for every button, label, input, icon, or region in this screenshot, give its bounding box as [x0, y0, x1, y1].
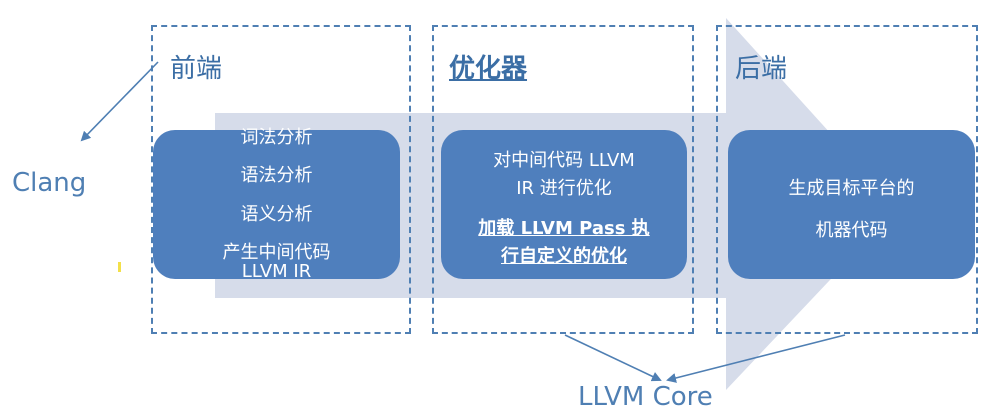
decorative-mark [118, 262, 121, 272]
backend-stage-frame [716, 25, 978, 334]
optimizer-title: 优化器 [449, 54, 528, 84]
clang-label: Clang [12, 168, 87, 198]
optimizer-line-4: 行自定义的优化 [501, 246, 627, 267]
frontend-step-semantic: 语义分析 [240, 204, 313, 225]
llvm-core-label: LLVM Core [578, 382, 713, 412]
backend-title: 后端 [735, 54, 788, 84]
frontend-step-llvm-ir: LLVM IR [241, 261, 312, 282]
optimizer-line-3: 加载 LLVM Pass 执 [478, 218, 650, 239]
optimizer-box [441, 130, 687, 279]
frontend-box [153, 130, 400, 279]
frontend-step-syntax: 语法分析 [240, 165, 313, 186]
clang-arrow [80, 61, 159, 142]
llvm-core-arrow-right [666, 334, 846, 383]
frontend-step-ir-gen: 产生中间代码 [222, 242, 331, 263]
backend-line-2: 机器代码 [815, 220, 888, 241]
frontend-step-lexical: 词法分析 [240, 127, 313, 148]
frontend-title: 前端 [170, 54, 223, 84]
optimizer-stage-frame [432, 25, 694, 334]
backend-line-1: 生成目标平台的 [788, 178, 915, 199]
backend-box [728, 130, 975, 279]
llvm-core-arrow-left [564, 334, 662, 382]
optimizer-line-1: 对中间代码 LLVM [493, 150, 635, 171]
frontend-stage-frame [151, 25, 411, 334]
optimizer-line-2: IR 进行优化 [516, 178, 612, 199]
